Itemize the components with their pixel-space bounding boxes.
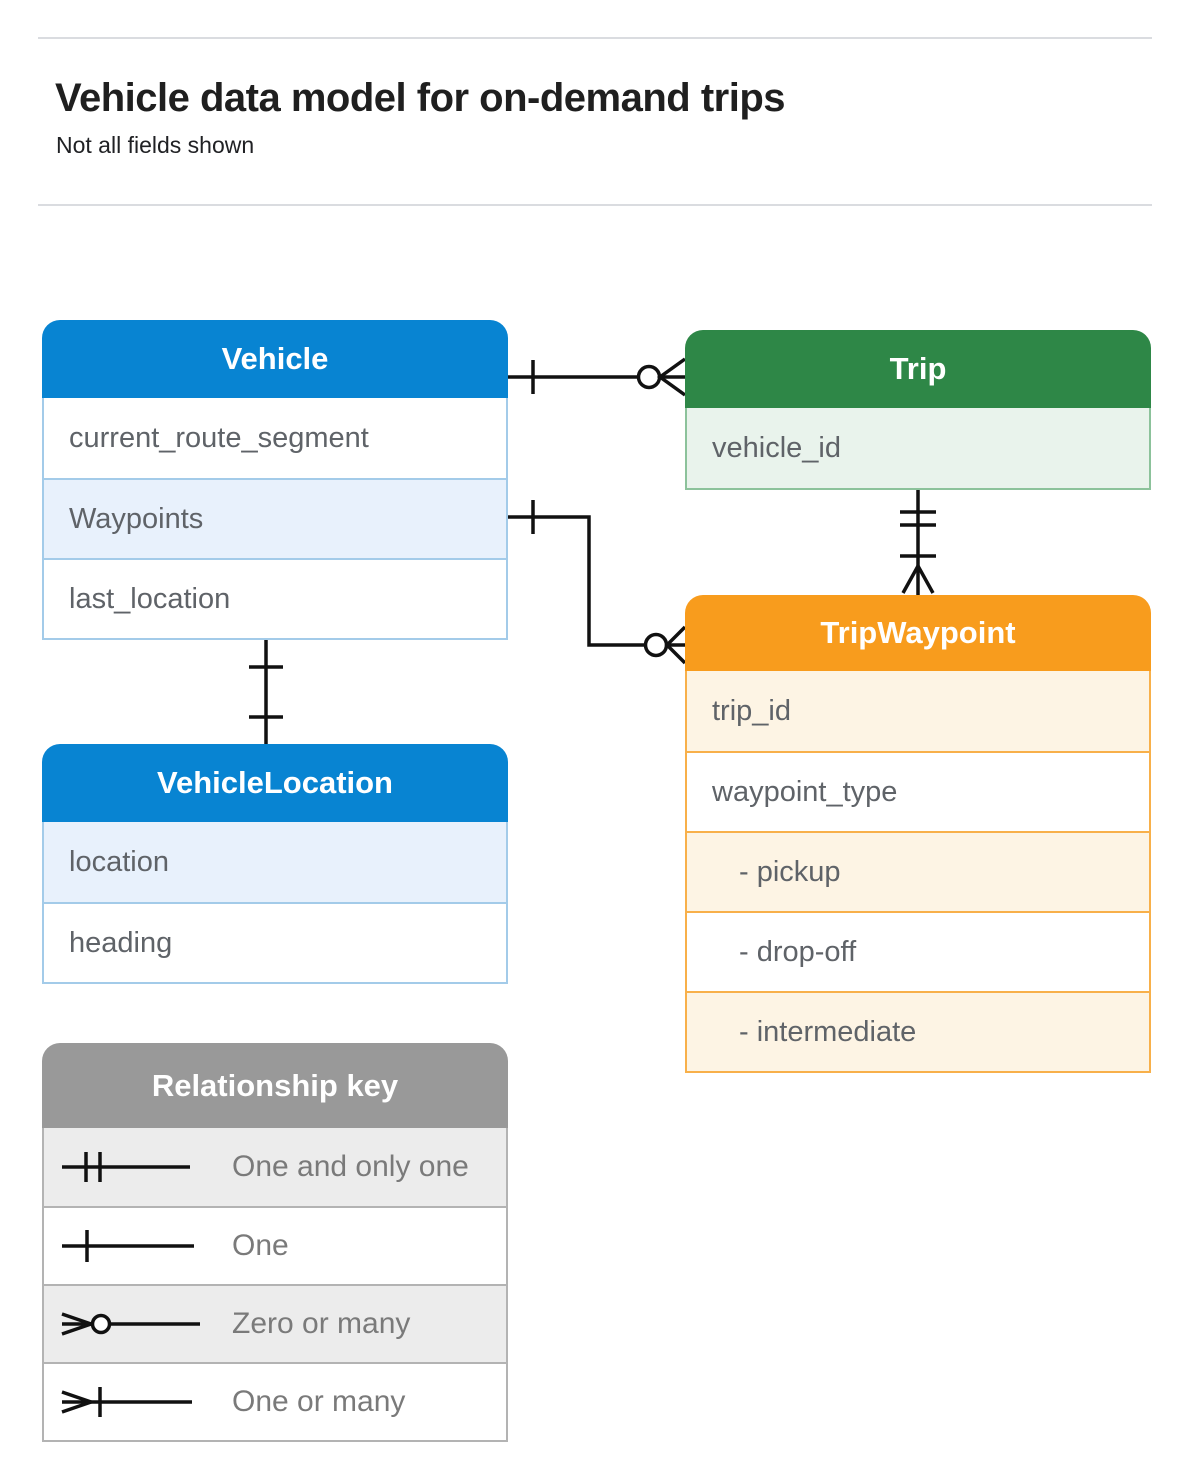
entity-trip-body: vehicle_id bbox=[685, 408, 1151, 490]
entity-vehicle-title: Vehicle bbox=[221, 341, 329, 376]
one-or-many-icon bbox=[61, 1387, 192, 1417]
field-heading: heading bbox=[44, 902, 506, 982]
zero-circle bbox=[636, 364, 662, 390]
entity-vehicle-location: VehicleLocation location heading bbox=[42, 744, 508, 984]
entity-vehicle-location-header: VehicleLocation bbox=[42, 744, 508, 822]
page-subtitle: Not all fields shown bbox=[56, 132, 255, 158]
crow-foot-icon bbox=[901, 562, 935, 594]
relationship-key-body: One and only one One Zero or many On bbox=[42, 1128, 508, 1442]
page-title: Vehicle data model for on-demand trips bbox=[55, 76, 786, 120]
one-icon bbox=[62, 1230, 194, 1262]
header-bottom-divider bbox=[38, 204, 1152, 206]
crow-foot-icon bbox=[657, 357, 687, 397]
entity-vehicle-body: current_route_segment Waypoints last_loc… bbox=[42, 398, 508, 640]
enum-pickup: - pickup bbox=[687, 831, 1149, 911]
crow-foot-icon bbox=[664, 625, 687, 665]
zero-circle bbox=[643, 632, 669, 658]
top-divider bbox=[38, 37, 1152, 39]
key-label: One or many bbox=[232, 1385, 406, 1418]
connector-waypoints-tripwaypoint bbox=[508, 500, 687, 665]
key-label: One bbox=[232, 1229, 289, 1262]
key-item-one-or-many: One or many bbox=[44, 1362, 506, 1440]
one-and-only-one-icon bbox=[62, 1152, 190, 1182]
key-item-one-and-only-one: One and only one bbox=[44, 1128, 506, 1206]
field-current-route-segment: current_route_segment bbox=[69, 421, 369, 454]
entity-trip-waypoint-header: TripWaypoint bbox=[685, 595, 1151, 671]
entity-trip-waypoint-body: trip_id waypoint_type - pickup - drop-of… bbox=[685, 671, 1151, 1073]
field-last-location: last_location bbox=[44, 558, 506, 638]
relationship-key-title: Relationship key bbox=[151, 1067, 399, 1103]
entity-vehicle-location-body: location heading bbox=[42, 822, 508, 984]
enum-intermediate: - intermediate bbox=[687, 991, 1149, 1071]
relationship-key: Relationship key One and only one One bbox=[42, 1043, 508, 1442]
connector-vehicle-trip bbox=[508, 357, 687, 397]
field-location: location bbox=[44, 822, 506, 902]
field-vehicle-id: vehicle_id bbox=[687, 408, 1149, 488]
field-waypoints: Waypoints bbox=[44, 478, 506, 558]
connector-trip-tripwaypoint bbox=[900, 488, 936, 595]
key-item-zero-or-many: Zero or many bbox=[44, 1284, 506, 1362]
key-item-one: One bbox=[44, 1206, 506, 1284]
field-trip-id: trip_id bbox=[687, 671, 1149, 751]
entity-trip: Trip vehicle_id bbox=[685, 330, 1151, 490]
entity-trip-header: Trip bbox=[685, 330, 1151, 408]
key-label: One and only one bbox=[232, 1150, 469, 1183]
entity-trip-title: Trip bbox=[889, 351, 947, 386]
entity-vehicle-header: Vehicle bbox=[42, 320, 508, 398]
entity-trip-waypoint-title: TripWaypoint bbox=[820, 615, 1016, 650]
key-label: Zero or many bbox=[232, 1307, 411, 1340]
enum-drop-off: - drop-off bbox=[687, 911, 1149, 991]
relationship-key-header: Relationship key bbox=[42, 1043, 508, 1128]
entity-trip-waypoint: TripWaypoint trip_id waypoint_type - pic… bbox=[685, 595, 1151, 1073]
zero-or-many-icon bbox=[61, 1312, 200, 1336]
entity-vehicle-location-title: VehicleLocation bbox=[156, 765, 393, 800]
connector-vehicle-vehiclelocation bbox=[249, 637, 283, 744]
field-waypoint-type: waypoint_type bbox=[687, 751, 1149, 831]
entity-vehicle: Vehicle current_route_segment Waypoints … bbox=[42, 320, 508, 640]
